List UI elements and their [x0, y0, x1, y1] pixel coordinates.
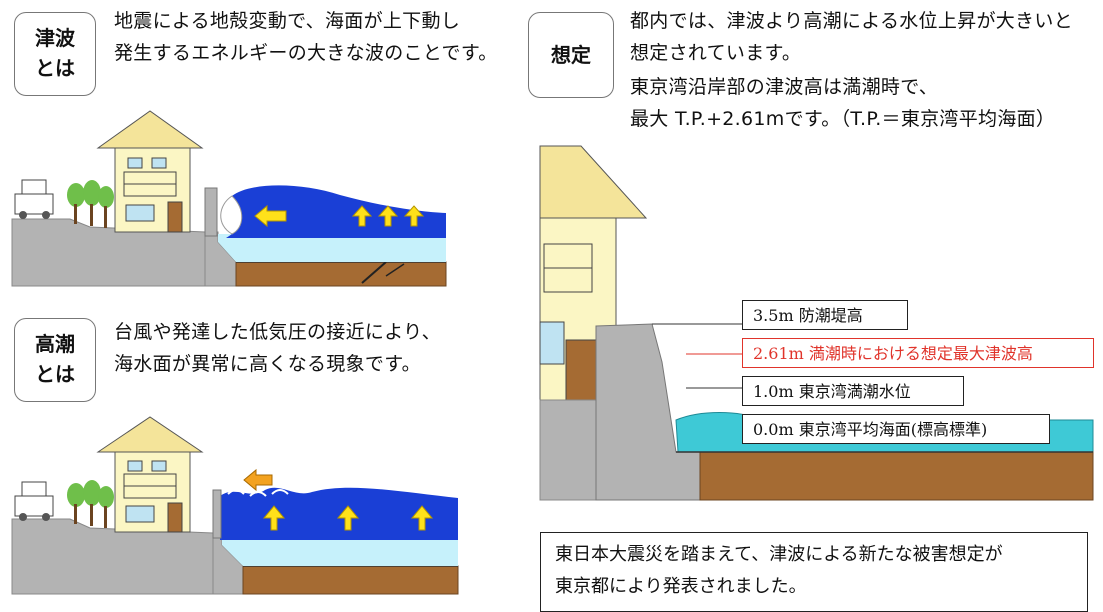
assumption-line4: 最大 T.P.+2.61mです。（T.P.＝東京湾平均海面）	[630, 108, 1056, 130]
note-line2: 東京都により発表されました。	[555, 576, 807, 597]
tsunami-scene	[11, 110, 447, 287]
section-house-roof	[539, 145, 648, 219]
tsunami-desc-line2: 発生するエネルギーの大きな波のことです。	[114, 42, 498, 64]
storm-surge-desc-line2: 海水面が異常に高くなる現象です。	[114, 353, 421, 375]
tsunami-seabed	[235, 261, 447, 287]
note-line1: 東日本大震災を踏まえて、津波による新たな被害想定が	[555, 544, 1003, 565]
surge-up-arrow	[262, 505, 286, 531]
tsunami-up-arrow	[377, 205, 399, 227]
level-label-high-tide: 1.0m 東京湾満潮水位	[742, 376, 964, 406]
tsunami-car	[14, 179, 54, 219]
surge-house	[96, 416, 204, 533]
surge-seabed	[242, 565, 459, 595]
section-seabed	[699, 451, 1094, 501]
storm-surge-desc-line1: 台風や発達した低気圧の接近により、	[114, 321, 441, 343]
tsunami-seawall	[204, 187, 218, 237]
section-house-door	[565, 339, 599, 403]
assumption-line2: 想定されています。	[630, 42, 802, 64]
storm-surge-badge: 高潮 とは	[14, 318, 96, 402]
tsunami-desc-line1: 地震による地殻変動で、海面が上下動し	[114, 10, 461, 32]
level-label-seawall: 3.5m 防潮堤高	[742, 300, 908, 330]
tsunami-badge: 津波 とは	[14, 12, 96, 96]
tsunami-house	[96, 110, 204, 233]
surge-up-arrow	[410, 505, 434, 531]
surge-car	[14, 481, 54, 521]
tsunami-badge-line2: とは	[35, 56, 75, 80]
section-seawall	[595, 323, 701, 501]
storm-surge-scene	[11, 416, 459, 595]
tsunami-up-arrow	[351, 205, 373, 227]
storm-surge-badge-line2: とは	[35, 362, 75, 386]
tsunami-up-arrow	[403, 205, 425, 227]
storm-surge-badge-line1: 高潮	[35, 332, 75, 356]
announcement-note: 東日本大震災を踏まえて、津波による新たな被害想定が 東京都により発表されました。	[540, 532, 1088, 612]
tsunami-badge-line1: 津波	[35, 26, 75, 50]
surge-water	[220, 487, 458, 540]
assumption-line3: 東京湾沿岸部の津波高は満潮時で、	[630, 76, 939, 98]
surge-wind-arrow	[243, 468, 273, 492]
tsunami-trees	[67, 180, 114, 228]
level-label-max-tsunami: 2.61m 満潮時における想定最大津波高	[742, 338, 1094, 368]
assumption-line1: 都内では、津波より高潮による水位上昇が大きいと	[630, 10, 1073, 32]
level-label-mean-sea-level: 0.0m 東京湾平均海面(標高標準)	[742, 414, 1050, 444]
surge-seawall	[212, 489, 222, 539]
assumption-badge: 想定	[528, 12, 614, 98]
surge-up-arrow	[336, 505, 360, 531]
tsunami-left-arrow	[254, 204, 287, 228]
surge-trees	[67, 480, 114, 528]
